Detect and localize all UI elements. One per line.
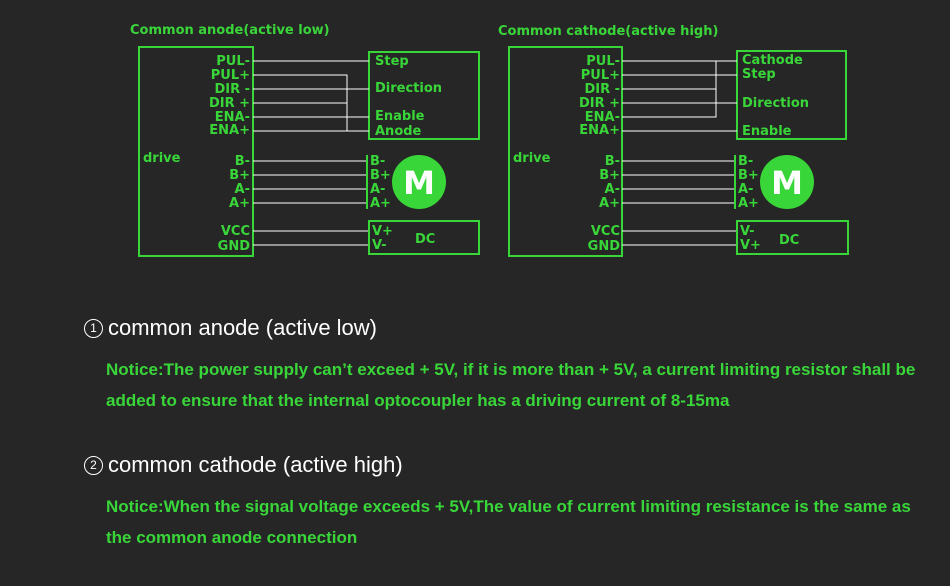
- note-heading: common cathode (active high): [108, 452, 403, 477]
- pin-label: GND: [588, 239, 621, 254]
- power-pin-label: V+: [372, 224, 393, 239]
- motor-pin-label: A+: [738, 196, 759, 211]
- power-label: DC: [779, 233, 799, 248]
- drive-label: drive: [513, 151, 551, 166]
- signal-label-enable: Enable: [375, 109, 425, 124]
- diagram-common-cathode: Common cathode(active high) drive PUL- P…: [498, 24, 849, 257]
- pin-label: ENA+: [579, 123, 620, 138]
- pin-label: VCC: [591, 224, 620, 239]
- note-heading: common anode (active low): [108, 315, 378, 340]
- power-pin-label: V+: [740, 238, 761, 253]
- note-text: Notice:When the signal voltage exceeds +…: [106, 497, 911, 547]
- number-badge: 1: [84, 318, 103, 338]
- power-pin-label: V-: [372, 238, 387, 253]
- pin-label: DIR +: [579, 96, 620, 111]
- signal-label-enable: Enable: [742, 124, 792, 139]
- pin-label: ENA+: [209, 123, 250, 138]
- diagram-common-anode: Common anode(active low) drive PUL- PUL+…: [130, 23, 480, 257]
- pin-label: B-: [235, 154, 250, 169]
- signal-label-direction: Direction: [375, 81, 442, 96]
- pin-label: A-: [235, 182, 250, 197]
- pin-label: PUL-: [586, 54, 620, 69]
- signal-label-step: Step: [375, 54, 409, 69]
- pin-label: DIR +: [209, 96, 250, 111]
- motor-label: M: [403, 164, 435, 202]
- pin-label: GND: [218, 239, 251, 254]
- pin-label: B+: [599, 168, 620, 183]
- number-badge: 2: [84, 455, 103, 475]
- pin-label: A+: [599, 196, 620, 211]
- pin-label: A-: [605, 182, 620, 197]
- diagram-title: Common cathode(active high): [498, 24, 718, 39]
- drive-box: [138, 46, 254, 257]
- pin-label: VCC: [221, 224, 250, 239]
- signal-box: [736, 50, 847, 140]
- diagram-title: Common anode(active low): [130, 23, 330, 38]
- power-wires: [622, 230, 737, 246]
- motor-pin-label: A-: [738, 182, 753, 197]
- drive-box: [508, 46, 623, 257]
- note-common-cathode: 2 common cathode (active high) Notice:Wh…: [84, 451, 924, 553]
- signal-label-cathode: Cathode: [742, 53, 803, 68]
- power-box: [368, 220, 480, 255]
- motor-pin-label: A-: [370, 182, 385, 197]
- power-pin-label: V-: [740, 224, 755, 239]
- signal-box: [368, 51, 480, 140]
- pin-label: DIR -: [214, 82, 250, 97]
- signal-label-step: Step: [742, 67, 776, 82]
- motor-pin-label: B-: [370, 154, 385, 169]
- note-text: Notice:The power supply can’t exceed + 5…: [106, 360, 916, 410]
- signal-wires: [622, 60, 737, 132]
- signal-wires: [253, 60, 369, 132]
- pin-label: PUL-: [216, 54, 250, 69]
- note-title: 1 common anode (active low): [84, 314, 924, 342]
- pin-label: PUL+: [581, 68, 620, 83]
- motor-icon: [392, 155, 446, 209]
- power-label: DC: [415, 232, 435, 247]
- motor-icon: [760, 155, 814, 209]
- pin-label: DIR -: [584, 82, 620, 97]
- power-box: [736, 220, 849, 255]
- drive-label: drive: [143, 151, 181, 166]
- note-title: 2 common cathode (active high): [84, 451, 924, 479]
- motor-pin-label: B+: [370, 168, 391, 183]
- wiring-diagrams: Common anode(active low) drive PUL- PUL+…: [130, 23, 849, 257]
- pin-label: PUL+: [211, 68, 250, 83]
- pin-label: ENA-: [585, 110, 620, 125]
- pin-label: B-: [605, 154, 620, 169]
- signal-label-anode: Anode: [375, 124, 422, 139]
- note-common-anode: 1 common anode (active low) Notice:The p…: [84, 314, 924, 416]
- signal-label-direction: Direction: [742, 96, 809, 111]
- motor-wires: [622, 160, 735, 204]
- motor-pin-label: B+: [738, 168, 759, 183]
- motor-wires: [253, 160, 367, 204]
- pin-label: ENA-: [215, 110, 250, 125]
- motor-pin-label: A+: [370, 196, 391, 211]
- pin-label: B+: [229, 168, 250, 183]
- pin-label: A+: [229, 196, 250, 211]
- power-wires: [253, 230, 369, 246]
- motor-pin-label: B-: [738, 154, 753, 169]
- motor-label: M: [771, 164, 803, 202]
